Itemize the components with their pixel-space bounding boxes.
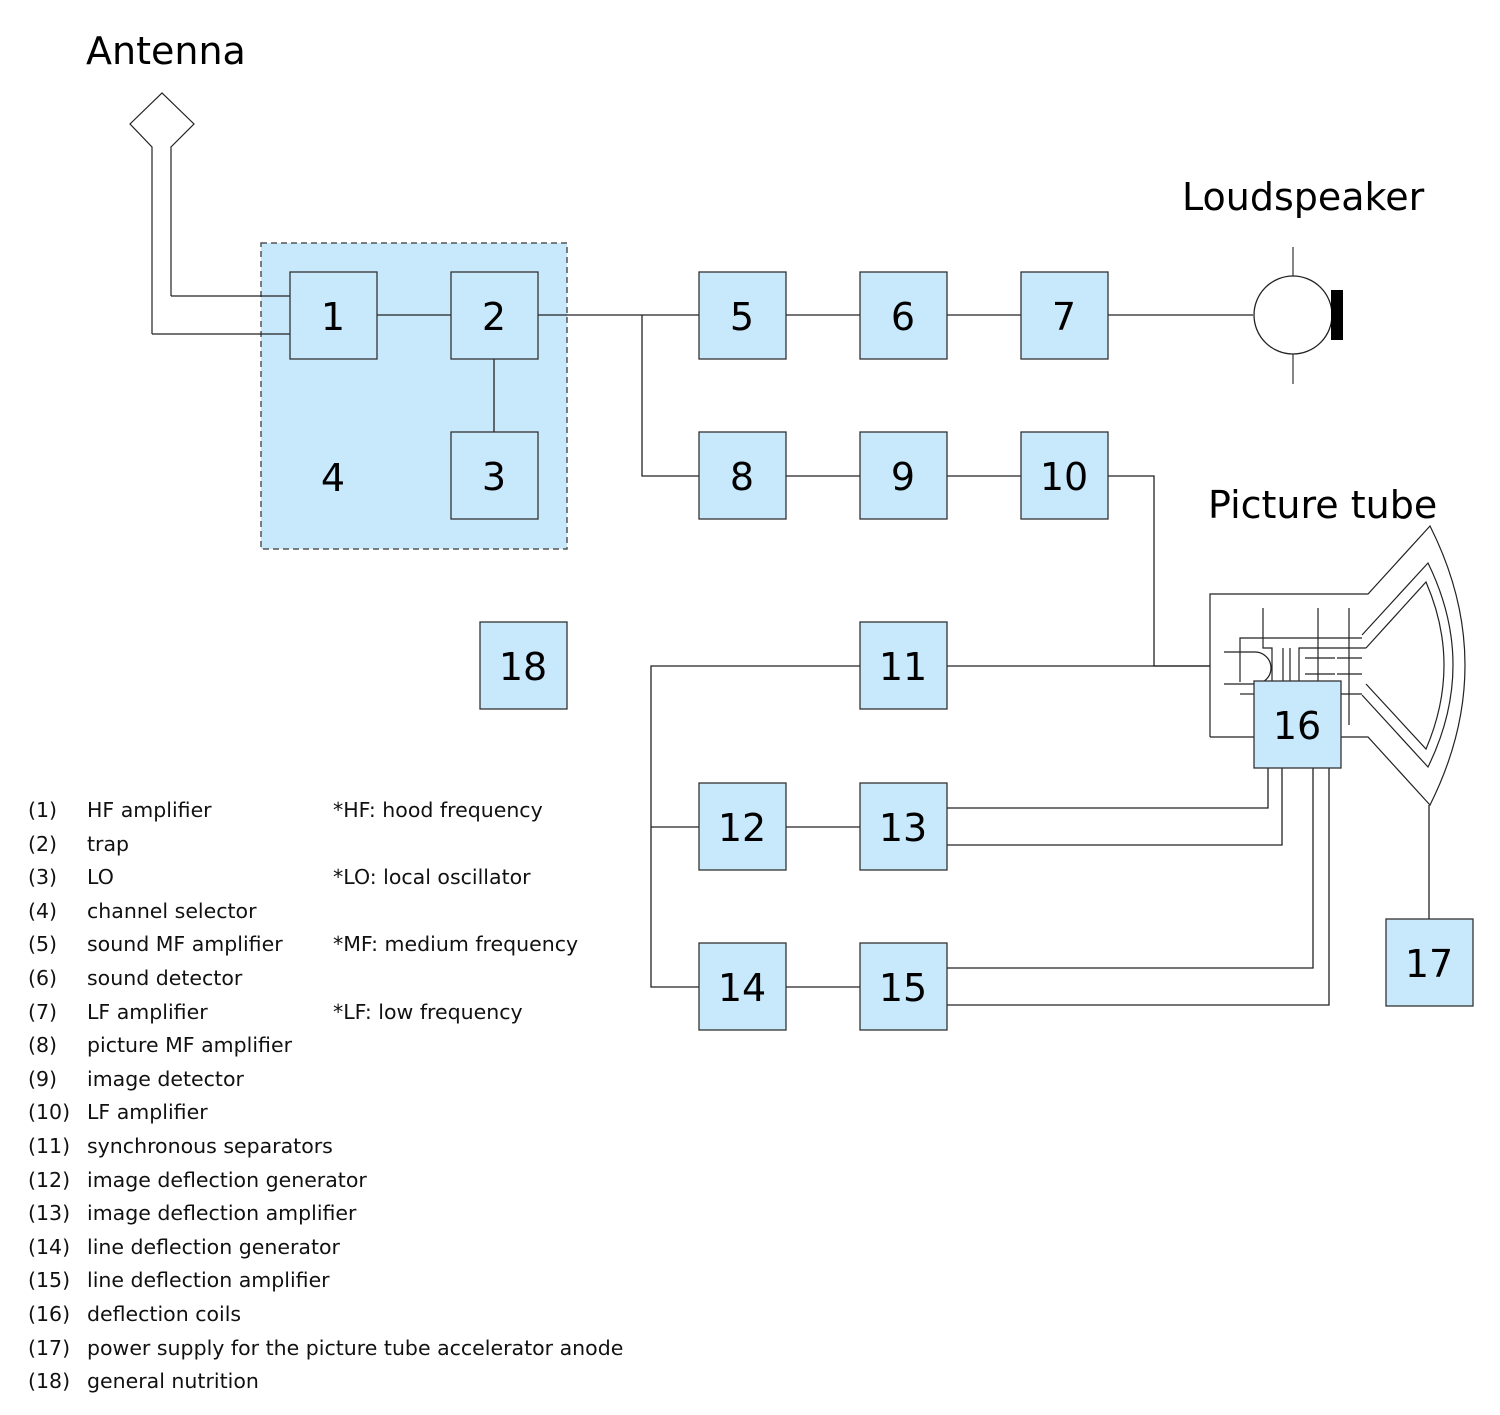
block-14-label: 14 [718, 966, 766, 1010]
block-8-label: 8 [730, 455, 754, 499]
legend-number: (16) [28, 1301, 71, 1326]
legend-number: (18) [28, 1369, 71, 1394]
legend-description: LF amplifier [87, 999, 208, 1024]
loudspeaker-icon [1253, 247, 1343, 384]
block-16-label: 16 [1273, 704, 1321, 748]
legend-description: picture MF amplifier [87, 1033, 292, 1058]
block-9-label: 9 [891, 455, 915, 499]
block-7-label: 7 [1052, 295, 1076, 339]
legend-description: line deflection generator [87, 1234, 340, 1259]
block-6-label: 6 [891, 295, 915, 339]
legend-number: (9) [28, 1066, 58, 1091]
legend-description: image detector [87, 1066, 244, 1091]
antenna-label: Antenna [86, 29, 246, 73]
legend-abbreviation-note: *LF: low frequency [333, 999, 523, 1024]
legend-number: (3) [28, 865, 58, 890]
block-18[interactable]: 18 [479, 621, 568, 710]
legend-abbreviation-note: *MF: medium frequency [333, 932, 579, 957]
legend-number: (5) [28, 932, 58, 957]
legend-description: general nutrition [87, 1369, 259, 1394]
block-12-label: 12 [718, 806, 766, 850]
block-3[interactable]: 3 [450, 431, 539, 520]
picture-tube-label: Picture tube [1208, 483, 1437, 527]
legend-description: channel selector [87, 898, 257, 923]
legend-description: sound MF amplifier [87, 932, 283, 957]
block-10[interactable]: 10 [1020, 431, 1109, 520]
legend-description: power supply for the picture tube accele… [87, 1335, 624, 1360]
legend-number: (4) [28, 898, 58, 923]
block-3-label: 3 [482, 455, 506, 499]
block-15[interactable]: 15 [859, 942, 948, 1031]
block-10-label: 10 [1040, 455, 1088, 499]
block-11[interactable]: 11 [859, 621, 948, 710]
legend-description: trap [87, 831, 130, 856]
picture-tube-icon [1209, 524, 1466, 807]
legend-description: LO [87, 865, 114, 890]
legend-number: (10) [28, 1100, 71, 1125]
block-13[interactable]: 13 [859, 782, 948, 871]
block-18-label: 18 [499, 645, 547, 689]
legend-number: (15) [28, 1268, 71, 1293]
legend-description: image deflection generator [87, 1167, 367, 1192]
block-13-label: 13 [879, 806, 927, 850]
block-7[interactable]: 7 [1020, 271, 1109, 360]
blocks: 1 2 3 5 6 7 8 9 [289, 271, 1474, 1031]
block-6[interactable]: 6 [859, 271, 948, 360]
block-1[interactable]: 1 [289, 271, 378, 360]
legend-number: (1) [28, 798, 58, 822]
legend-number: (12) [28, 1167, 71, 1192]
legend-abbreviation-note: *LO: local oscillator [333, 865, 531, 890]
block-17[interactable]: 17 [1385, 918, 1474, 1007]
block-5-label: 5 [730, 295, 754, 339]
block-11-label: 11 [879, 645, 927, 689]
legend-number: (2) [28, 831, 58, 856]
legend-number: (14) [28, 1234, 71, 1259]
block-5[interactable]: 5 [698, 271, 787, 360]
block-2[interactable]: 2 [450, 271, 539, 360]
legend-number: (7) [28, 999, 58, 1024]
block-15-label: 15 [879, 966, 927, 1010]
block-1-label: 1 [321, 295, 345, 339]
antenna-icon [129, 92, 195, 334]
legend-number: (8) [28, 1033, 58, 1058]
legend-description: line deflection amplifier [87, 1268, 330, 1293]
legend-abbreviation-note: *HF: hood frequency [333, 798, 543, 822]
legend-number: (6) [28, 965, 58, 990]
block-2-label: 2 [482, 295, 506, 339]
block-14[interactable]: 14 [698, 942, 787, 1031]
block-17-label: 17 [1405, 942, 1453, 986]
legend-number: (13) [28, 1201, 71, 1226]
legend-description: LF amplifier [87, 1100, 208, 1125]
block-16[interactable]: 16 [1253, 680, 1342, 769]
block-12[interactable]: 12 [698, 782, 787, 871]
legend-description: synchronous separators [87, 1133, 333, 1158]
block-4-label: 4 [321, 456, 345, 500]
legend-number: (17) [28, 1335, 71, 1360]
legend-description: HF amplifier [87, 798, 212, 822]
legend-description: sound detector [87, 965, 243, 990]
legend-description: image deflection amplifier [87, 1201, 357, 1226]
block-8[interactable]: 8 [698, 431, 787, 520]
wires [152, 295, 1430, 1006]
legend-number: (11) [28, 1133, 71, 1158]
legend-description: deflection coils [87, 1301, 242, 1326]
block-9[interactable]: 9 [859, 431, 948, 520]
loudspeaker-label: Loudspeaker [1182, 175, 1425, 219]
